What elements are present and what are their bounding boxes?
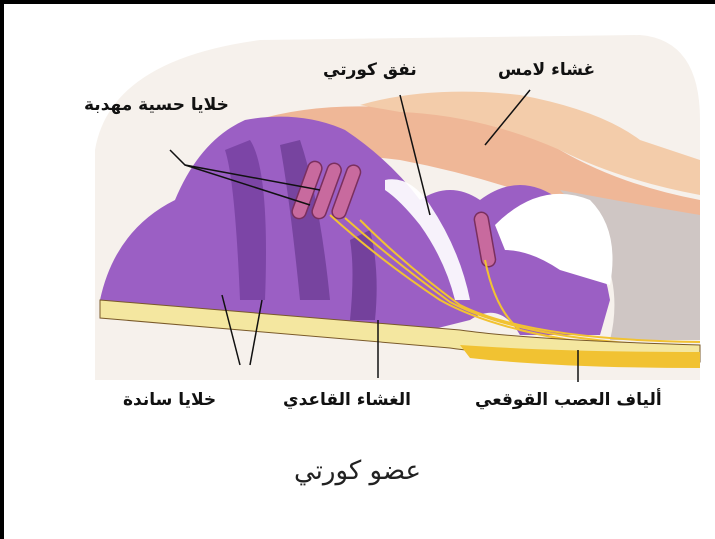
figure-caption: عضو كورتي (294, 458, 421, 484)
label-ciliated-sensory-cells: خلايا حسية مهدبة (84, 97, 229, 114)
label-supporting-cells: خلايا ساندة (123, 392, 216, 409)
label-tectorial-membrane: غشاء لامس (498, 62, 595, 79)
label-cochlear-nerve-fibers: ألياف العصب القوقعي (475, 392, 662, 409)
label-basilar-membrane: الغشاء القاعدي (283, 392, 411, 409)
label-tunnel-of-corti: نفق كورتي (323, 62, 417, 79)
